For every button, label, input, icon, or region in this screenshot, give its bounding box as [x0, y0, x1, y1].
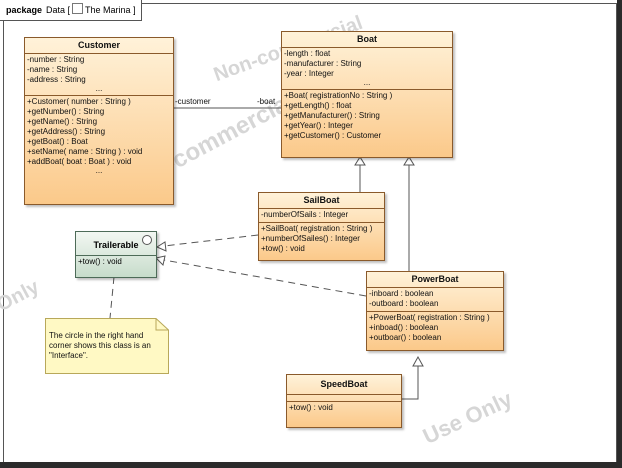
operation: +setName( name : String ) : void [27, 147, 143, 156]
operation: +Boat( registrationNo : String ) [284, 91, 393, 100]
attributes: -inboard : boolean -outboard : boolean [367, 288, 503, 312]
more-indicator: ... [95, 84, 103, 93]
operation: +getYear() : Integer [284, 121, 353, 130]
interface-name: Trailerable [76, 232, 156, 256]
class-name: Boat [282, 32, 452, 48]
operation: +Customer( number : String ) [27, 97, 131, 106]
window-edge [617, 0, 622, 468]
operation: +getAddress() : String [27, 127, 106, 136]
note-shape [45, 318, 169, 374]
class-powerboat[interactable]: PowerBoat -inboard : boolean -outboard :… [366, 271, 504, 351]
attribute: -address : String [27, 75, 86, 84]
class-name: PowerBoat [367, 272, 503, 288]
association-role-customer: -customer [175, 97, 211, 106]
attribute: -year : Integer [284, 69, 334, 78]
class-name: SailBoat [259, 193, 384, 209]
note-text: The circle in the right hand corner show… [49, 331, 151, 360]
operation: +PowerBoat( registration : String ) [369, 313, 490, 322]
attributes: -number : String -name : String -address… [25, 54, 173, 96]
operation: +getCustomer() : Customer [284, 131, 382, 140]
operation: +tow() : void [289, 403, 333, 412]
package-prefix: Data [ [46, 5, 71, 15]
note-anchor-line [109, 276, 115, 319]
class-name: Customer [25, 38, 173, 54]
package-keyword: package [6, 5, 43, 15]
operations: +Customer( number : String ) +getNumber(… [25, 96, 173, 177]
attributes: -length : float -manufacturer : String -… [282, 48, 452, 90]
package-icon [72, 3, 84, 14]
association-role-boat: -boat [257, 97, 276, 106]
window-edge-bottom [0, 462, 622, 468]
realization-line [163, 259, 367, 297]
attribute: -numberOfSails : Integer [261, 210, 349, 219]
realization-arrow [155, 241, 167, 252]
operation: +outboar() : boolean [369, 333, 442, 342]
operation: +addBoat( boat : Boat ) : void [27, 157, 132, 166]
operation: +SailBoat( registration : String ) [261, 224, 373, 233]
operation: +getName() : String [27, 117, 98, 126]
attribute: -length : float [284, 49, 331, 58]
class-speedboat[interactable]: SpeedBoat +tow() : void [286, 374, 402, 428]
realization-arrow [155, 255, 166, 266]
note[interactable]: The circle in the right hand corner show… [45, 318, 169, 374]
class-customer[interactable]: Customer -number : String -name : String… [24, 37, 174, 205]
attribute: -manufacturer : String [284, 59, 362, 68]
attribute: -name : String [27, 65, 78, 74]
generalization-arrow [412, 355, 424, 367]
operation: +inboad() : boolean [369, 323, 439, 332]
operations: +tow() : void [76, 256, 156, 269]
generalization-arrow [403, 156, 415, 166]
operation: +getManufacturer() : String [284, 111, 380, 120]
package-name: The Marina [85, 5, 131, 15]
package-suffix: ] [133, 5, 136, 15]
interface-trailerable[interactable]: Trailerable +tow() : void [75, 231, 157, 278]
attribute: -outboard : boolean [369, 299, 439, 308]
generalization-arrow [354, 156, 366, 166]
attribute: -inboard : boolean [369, 289, 434, 298]
attributes: -numberOfSails : Integer [259, 209, 384, 223]
class-boat[interactable]: Boat -length : float -manufacturer : Str… [281, 31, 453, 158]
operations: +tow() : void [287, 402, 401, 415]
operation: +tow() : void [78, 257, 122, 266]
class-sailboat[interactable]: SailBoat -numberOfSails : Integer +SailB… [258, 192, 385, 261]
operation: +numberOfSailes() : Integer [261, 234, 360, 243]
operations: +SailBoat( registration : String ) +numb… [259, 223, 384, 256]
attributes [287, 395, 401, 402]
operation: +tow() : void [261, 244, 305, 253]
generalization-line [401, 365, 419, 400]
operation: +getLength() : float [284, 101, 352, 110]
operations: +Boat( registrationNo : String ) +getLen… [282, 90, 452, 143]
realization-line [163, 234, 259, 247]
more-indicator: ... [363, 78, 371, 87]
operation: +getNumber() : String [27, 107, 105, 116]
more-indicator: ... [95, 166, 103, 175]
class-name: SpeedBoat [287, 375, 401, 395]
operations: +PowerBoat( registration : String ) +inb… [367, 312, 503, 345]
interface-circle-icon [142, 235, 152, 245]
attribute: -number : String [27, 55, 85, 64]
operation: +getBoat() : Boat [27, 137, 88, 146]
